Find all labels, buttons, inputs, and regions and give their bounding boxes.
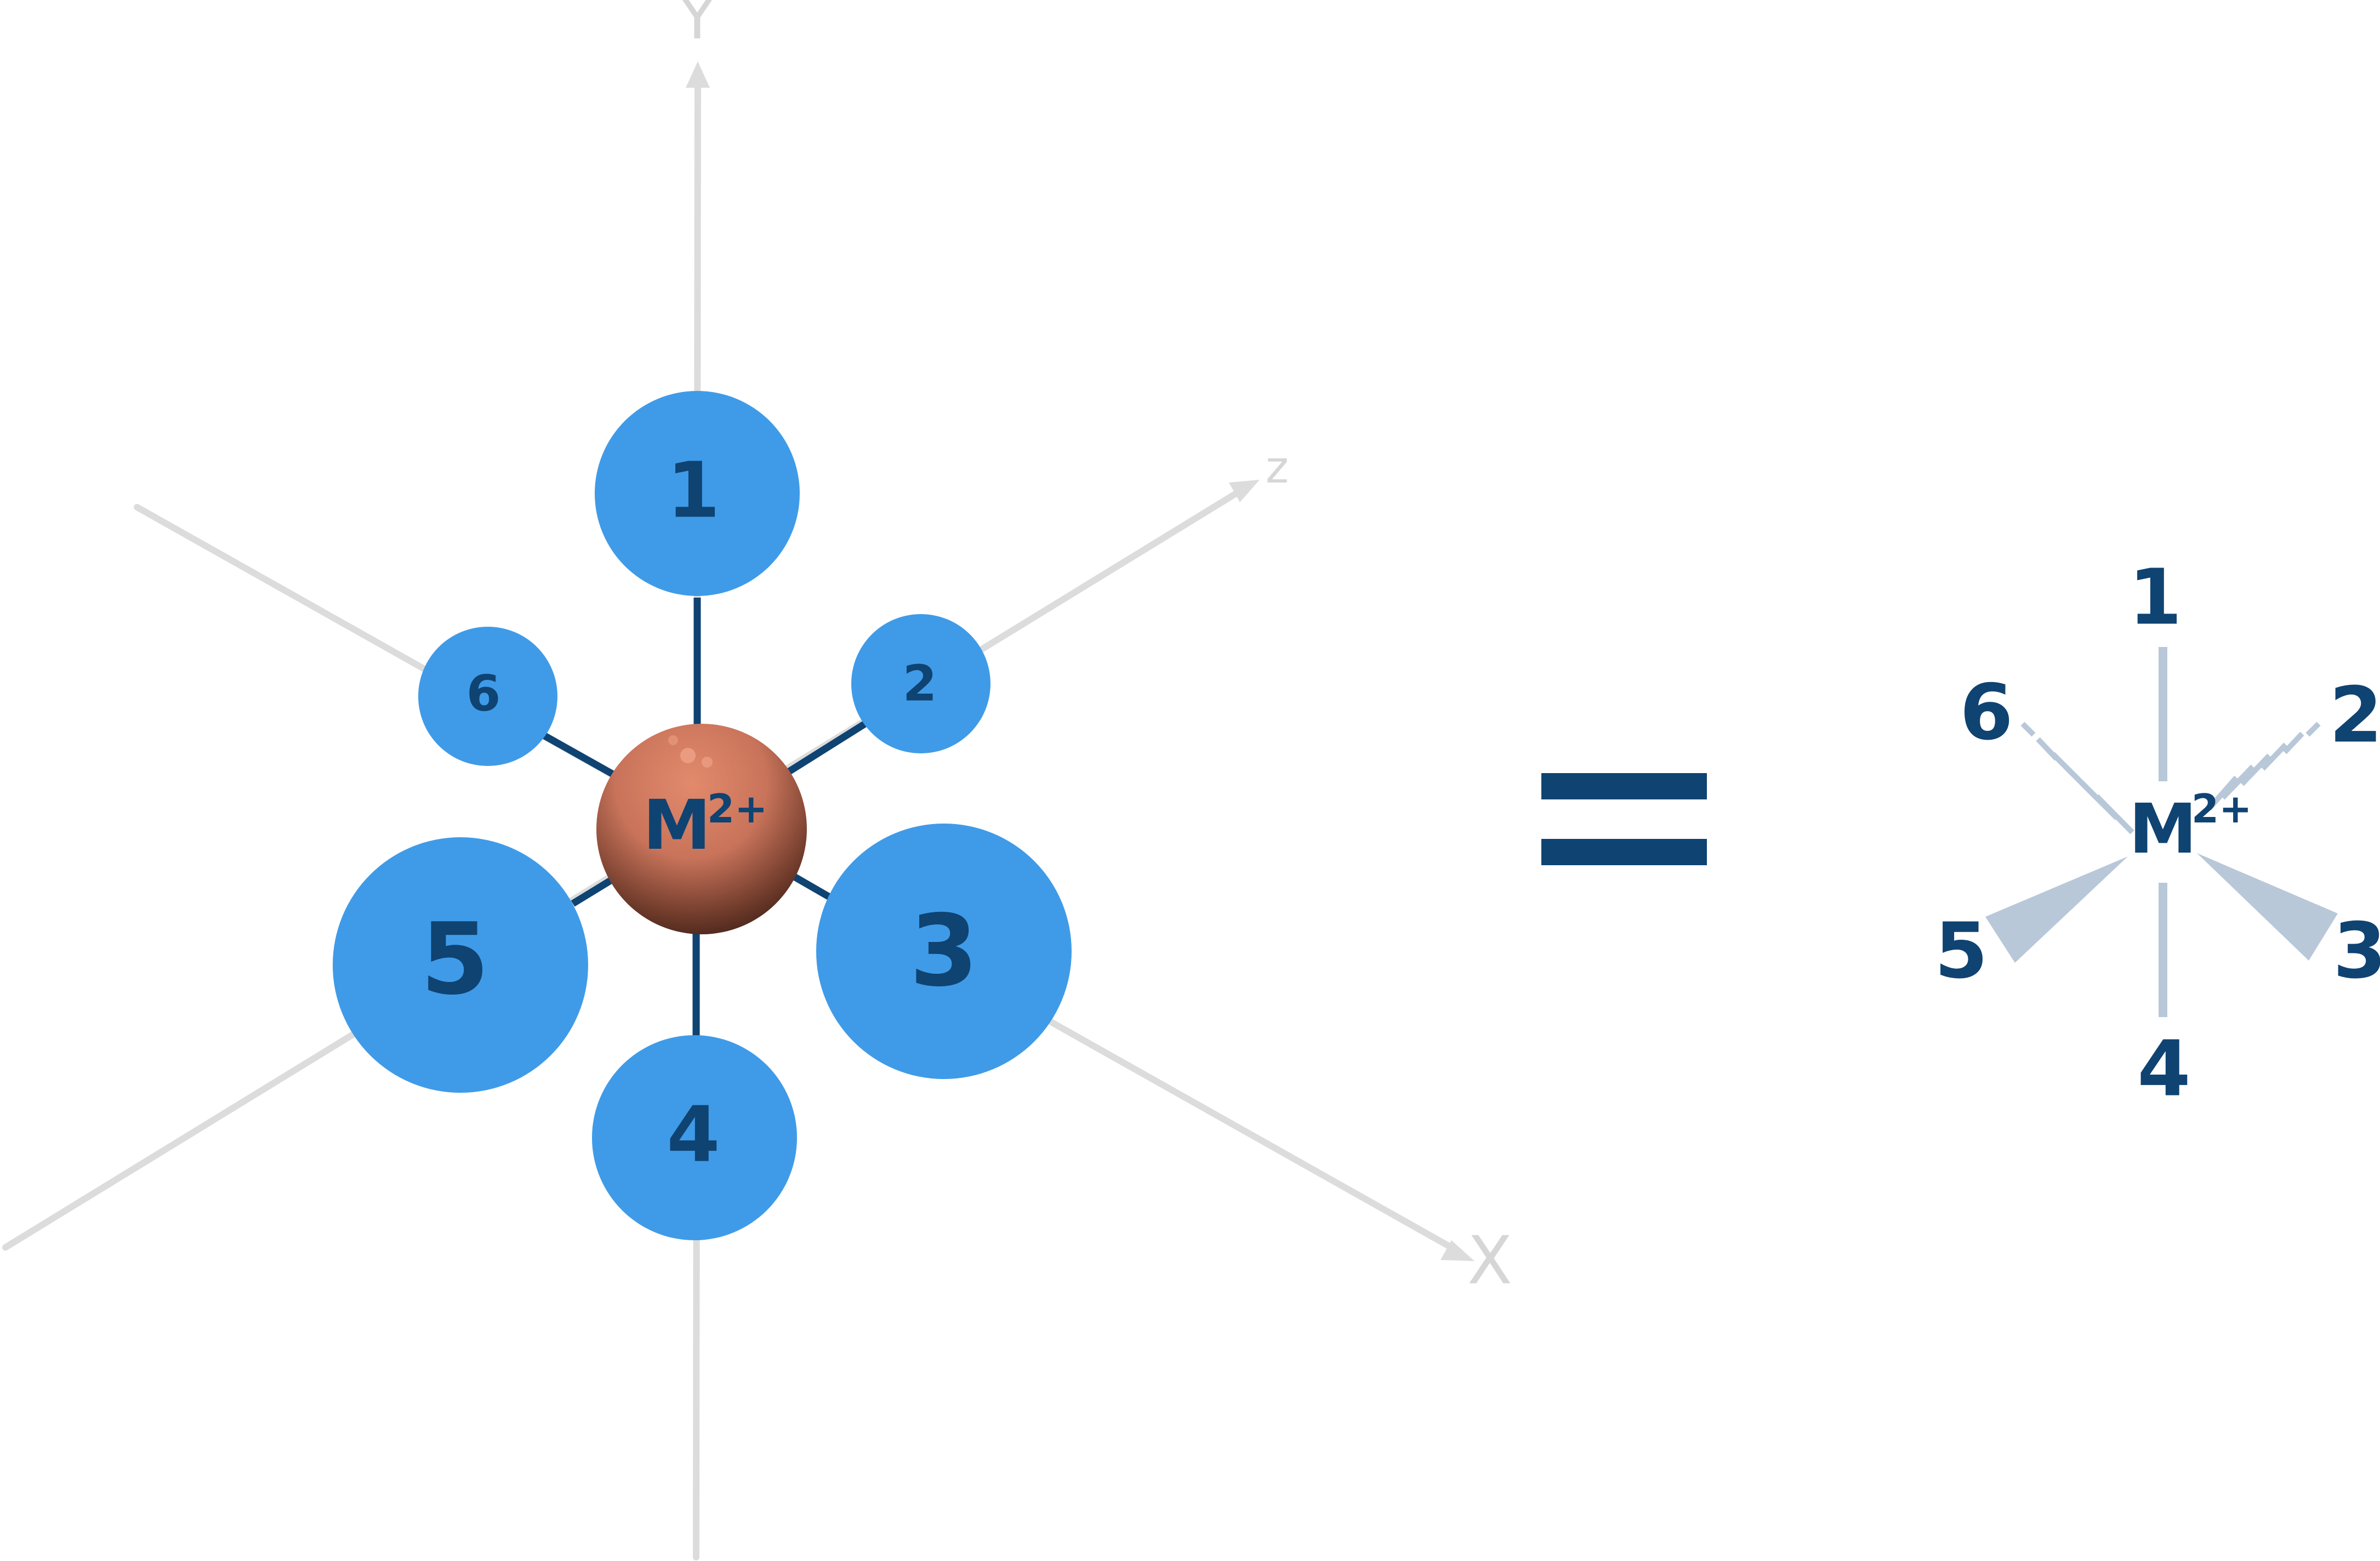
ligand-4-label: 4 bbox=[667, 1091, 720, 1180]
ligand-6: 6 bbox=[418, 627, 557, 766]
equals-sign bbox=[1541, 773, 1707, 865]
metal-sphere bbox=[596, 724, 807, 934]
structure-bond-3-wedge bbox=[2197, 853, 2338, 961]
x-axis-arrow bbox=[1440, 1240, 1474, 1261]
z-axis-label: z bbox=[1266, 442, 1289, 493]
ligand-4-sphere bbox=[592, 1035, 797, 1240]
equals-bar-top bbox=[1541, 773, 1707, 799]
metal-highlight bbox=[702, 757, 713, 768]
structure-bond-6-hashed bbox=[2020, 722, 2134, 835]
ligand-4: 4 bbox=[592, 1035, 797, 1240]
y-axis-arrow bbox=[686, 61, 710, 88]
structure-bond-5-wedge bbox=[1985, 856, 2128, 963]
metal-highlight bbox=[668, 735, 678, 745]
ligand-2: 2 bbox=[851, 614, 990, 753]
metal-center: M 2+ bbox=[596, 724, 807, 934]
x-axis-label: X bbox=[1467, 1223, 1512, 1299]
ligand-5: 5 bbox=[333, 837, 588, 1093]
equals-bar-bottom bbox=[1541, 839, 1707, 865]
structure-label-3: 3 bbox=[2333, 907, 2380, 996]
metal-symbol: M bbox=[643, 786, 711, 865]
y-axis-label: Y bbox=[678, 0, 716, 53]
metal-highlight bbox=[680, 748, 696, 763]
ligand-5-label: 5 bbox=[420, 902, 489, 1017]
structure-label-5: 5 bbox=[1934, 907, 1988, 996]
ligand-2-sphere bbox=[851, 614, 990, 753]
ligand-6-label: 6 bbox=[466, 665, 501, 723]
metal-charge-label: 2+ bbox=[707, 786, 767, 832]
ligand-1: 1 bbox=[595, 391, 800, 596]
bond-2 bbox=[786, 712, 880, 775]
ligand-3: 3 bbox=[816, 824, 1072, 1079]
ligand-5-sphere bbox=[333, 837, 588, 1093]
structure-label-6: 6 bbox=[1960, 668, 2013, 758]
ligand-6-sphere bbox=[418, 627, 557, 766]
ligand-1-label: 1 bbox=[667, 446, 720, 536]
structure-metal-charge: 2+ bbox=[2191, 786, 2252, 832]
metal-label: M bbox=[643, 786, 711, 865]
structure-metal-symbol: M bbox=[2129, 790, 2197, 869]
ligand-2-label: 2 bbox=[903, 655, 937, 713]
ligand-3-sphere bbox=[816, 824, 1072, 1079]
wedge-dash-structure: M 2+ 1 2 3 4 5 6 bbox=[1934, 553, 2380, 1114]
structure-label-4: 4 bbox=[2137, 1025, 2190, 1114]
ligand-3-label: 3 bbox=[909, 894, 978, 1009]
z-axis-arrow bbox=[1229, 480, 1260, 502]
structure-label-1: 1 bbox=[2128, 553, 2182, 643]
structure-bond-2-hashed bbox=[2207, 722, 2321, 811]
ligand-1-sphere bbox=[595, 391, 800, 596]
structure-label-2: 2 bbox=[2329, 671, 2380, 760]
